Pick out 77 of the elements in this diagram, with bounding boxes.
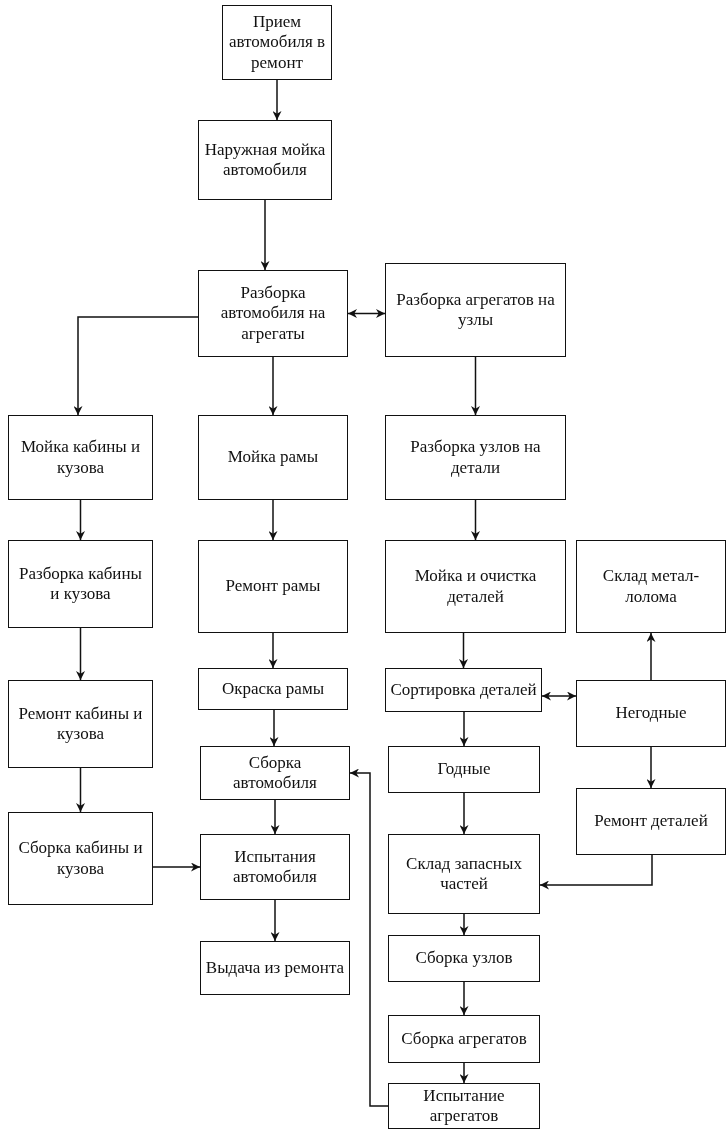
- process-box: [388, 1015, 540, 1063]
- step-label: Испытания автомобиля: [232, 846, 318, 888]
- process-box: [576, 680, 726, 747]
- process-box: [576, 540, 726, 633]
- arrow: [73, 316, 199, 416]
- process-box: [200, 746, 350, 800]
- arrow: [646, 632, 656, 681]
- process-box: [198, 270, 348, 357]
- arrow: [349, 768, 389, 1107]
- process-box: [222, 5, 332, 80]
- step-label: Прием автомобиля в ремонт: [227, 11, 327, 74]
- arrow: [459, 1062, 469, 1084]
- arrow: [152, 862, 201, 872]
- step-label: Мойка и очистка деталей: [413, 566, 538, 607]
- arrow: [459, 913, 469, 936]
- step-label: Разборка автомобиля на агрегаты: [219, 282, 327, 345]
- arrow: [541, 691, 577, 701]
- arrow: [268, 356, 278, 416]
- arrow: [471, 499, 480, 541]
- process-box: [385, 668, 542, 712]
- process-box: [385, 540, 566, 633]
- arrow: [268, 632, 278, 669]
- arrow: [646, 746, 656, 789]
- process-box: [388, 1083, 540, 1129]
- step-label: Ремонт кабины и кузова: [17, 703, 144, 745]
- step-label: Мойка кабины и кузова: [19, 437, 142, 478]
- step-label: Сортировка деталей: [389, 679, 538, 701]
- arrow: [459, 981, 469, 1016]
- arrow: [268, 499, 278, 541]
- arrow: [459, 632, 468, 669]
- step-label: Окраска рамы: [220, 678, 326, 700]
- process-box: [385, 415, 566, 500]
- step-label: Сборка узлов: [414, 948, 514, 969]
- process-box: [388, 935, 540, 982]
- step-label: Годные: [436, 759, 492, 780]
- process-box: [388, 834, 540, 914]
- arrow: [260, 199, 270, 271]
- process-box: [198, 415, 348, 500]
- step-label: Мойка рамы: [226, 447, 320, 468]
- process-box: [198, 540, 348, 633]
- step-label: Ремонт деталей: [593, 811, 709, 832]
- step-label: Негодные: [614, 703, 688, 724]
- process-box: [8, 540, 153, 628]
- arrow: [76, 767, 85, 813]
- process-box: [8, 415, 153, 500]
- process-box: [576, 788, 726, 855]
- step-label: Испытание агрегатов: [422, 1085, 506, 1127]
- step-label: Наружная мойка автомобиля: [203, 139, 327, 181]
- process-box: [388, 746, 540, 793]
- step-label: Склад метал-лолома: [601, 566, 701, 607]
- process-box: [200, 941, 350, 995]
- process-box: [8, 680, 153, 768]
- process-box: [8, 812, 153, 905]
- process-box: [198, 668, 348, 710]
- process-box: [385, 263, 566, 357]
- arrow: [347, 309, 386, 318]
- arrow: [459, 711, 469, 747]
- step-label: Разборка агрегатов на узлы: [395, 289, 556, 331]
- step-label: Ремонт рамы: [224, 576, 322, 597]
- arrow: [459, 792, 469, 835]
- arrow: [471, 356, 480, 416]
- arrow: [272, 79, 282, 121]
- arrow: [270, 899, 280, 942]
- step-label: Выдача из ремонта: [204, 957, 346, 979]
- arrow: [76, 627, 85, 681]
- arrow: [76, 499, 85, 541]
- step-label: Сборка агрегатов: [400, 1028, 528, 1050]
- arrow: [270, 799, 280, 835]
- arrow: [539, 854, 653, 890]
- step-label: Сборка кабины и кузова: [17, 838, 144, 879]
- process-box: [198, 120, 332, 200]
- step-label: Сборка автомобиля: [232, 752, 318, 794]
- step-label: Разборка узлов на детали: [409, 437, 542, 478]
- step-label: Склад запасных частей: [405, 853, 523, 895]
- arrow: [269, 709, 279, 747]
- step-label: Разборка кабины и кузова: [18, 563, 143, 605]
- process-box: [200, 834, 350, 900]
